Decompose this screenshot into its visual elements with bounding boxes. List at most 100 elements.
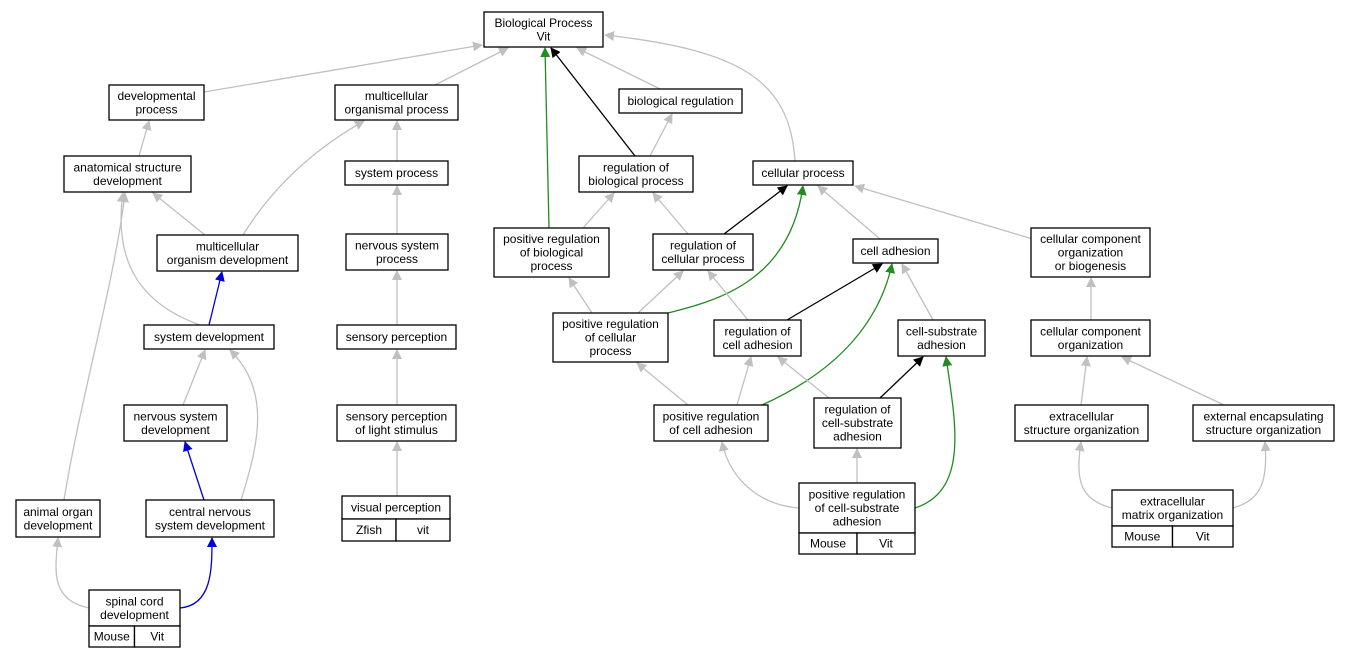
node-label-line: multicellular (365, 89, 428, 103)
species-tag-cell (133, 625, 181, 648)
edge-is-a-ecm-org-to-ecso (1074, 441, 1113, 509)
node-box (344, 160, 449, 186)
node-cell-proc[interactable]: cellular process (752, 160, 854, 186)
node-box (618, 88, 743, 114)
node-label-line: structure organization (1206, 423, 1321, 437)
node-label-line: biological regulation (627, 94, 733, 108)
edge-is-a-spinal-to-animal-organ (52, 537, 90, 609)
node-label-line: sensory perception (346, 409, 447, 423)
node-label-line: cell-substrate (906, 324, 978, 338)
node-label-line: adhesion (833, 430, 882, 444)
edge-is-a-ecm-org-to-eeso (1232, 441, 1271, 509)
edge-part-of-cns-dev-to-ns-dev (183, 441, 205, 501)
node-box (123, 404, 228, 442)
node-box (88, 589, 181, 627)
node-label-line: cell-substrate (822, 416, 894, 430)
edge-regulates-reg-cs-adh-to-cs-adh (879, 356, 924, 399)
node-label-line: organization (1058, 338, 1123, 352)
node-sens-perc[interactable]: sensory perception (336, 324, 457, 350)
node-label-line: system development (155, 518, 266, 532)
node-label-line: developmental (117, 89, 195, 103)
node-label-line: organism development (167, 253, 289, 267)
node-label-line: anatomical structure (73, 160, 181, 174)
species-tag-label: Mouse (1124, 530, 1160, 544)
node-label-line: organization (1058, 246, 1123, 260)
node-label-line: cellular component (1040, 232, 1141, 246)
node-box (713, 319, 802, 357)
node-box (813, 397, 902, 449)
node-box (1192, 404, 1335, 442)
edge-is-a-reg-cell-adh-to-reg-cell-proc (707, 270, 749, 321)
edge-is-a-mc-org-dev-to-anat-dev (152, 192, 206, 236)
edge-is-a-cell-proc-to-root (604, 31, 796, 162)
node-box (798, 482, 916, 534)
node-box (1014, 404, 1149, 442)
node-bio-reg[interactable]: biological regulation (618, 88, 743, 114)
node-box (345, 233, 449, 271)
edge-is-a-reg-cs-adh-to-reg-cell-adh (777, 356, 830, 399)
edge-is-a-animal-organ-to-anat-dev (63, 192, 129, 501)
node-label-line: adhesion (833, 515, 882, 529)
node-label-line: nervous system (355, 238, 439, 252)
node-box (143, 324, 275, 350)
node-label-line: extracellular (1140, 494, 1205, 508)
node-box (336, 324, 457, 350)
node-box (653, 404, 769, 442)
node-sys-proc[interactable]: system process (344, 160, 449, 186)
node-box (852, 238, 939, 264)
edge-is-a-pos-reg-cell-adh-to-reg-cell-adh (736, 356, 754, 406)
edge-is-a-anat-dev-to-dev-proc (138, 120, 152, 157)
species-tag-label: Vit (879, 537, 893, 551)
edge-is-a-ns-dev-to-sys-dev (182, 349, 207, 406)
edge-positively-regulates-pos-reg-cs-adh-to-cs-adh (914, 356, 956, 509)
node-sys-dev[interactable]: system development (143, 324, 275, 350)
edge-is-a-bio-reg-to-root (576, 47, 661, 90)
node-label-line: development (141, 423, 210, 437)
node-box (156, 234, 299, 272)
node-label-line: nervous system (133, 409, 217, 423)
node-box (493, 227, 610, 278)
node-label-line: spinal cord (105, 594, 163, 608)
node-label-line: organismal process (344, 102, 448, 116)
species-tag-cell (395, 518, 451, 542)
edge-positively-regulates-pos-reg-cell-proc-to-cell-proc (667, 185, 807, 314)
species-tag-cell (856, 532, 916, 555)
node-box (483, 11, 604, 48)
node-label-line: positive regulation (562, 317, 659, 331)
node-box (897, 319, 986, 357)
node-label-line: positive regulation (809, 488, 906, 502)
node-label-line: biological process (588, 174, 683, 188)
node-label-line: regulation of (724, 324, 791, 338)
edge-regulates-reg-cell-adh-to-cell-adh (786, 263, 883, 321)
node-label-line: cell adhesion (860, 244, 930, 258)
node-cell-adh[interactable]: cell adhesion (852, 238, 939, 264)
species-tag-label: Vit (1196, 530, 1210, 544)
